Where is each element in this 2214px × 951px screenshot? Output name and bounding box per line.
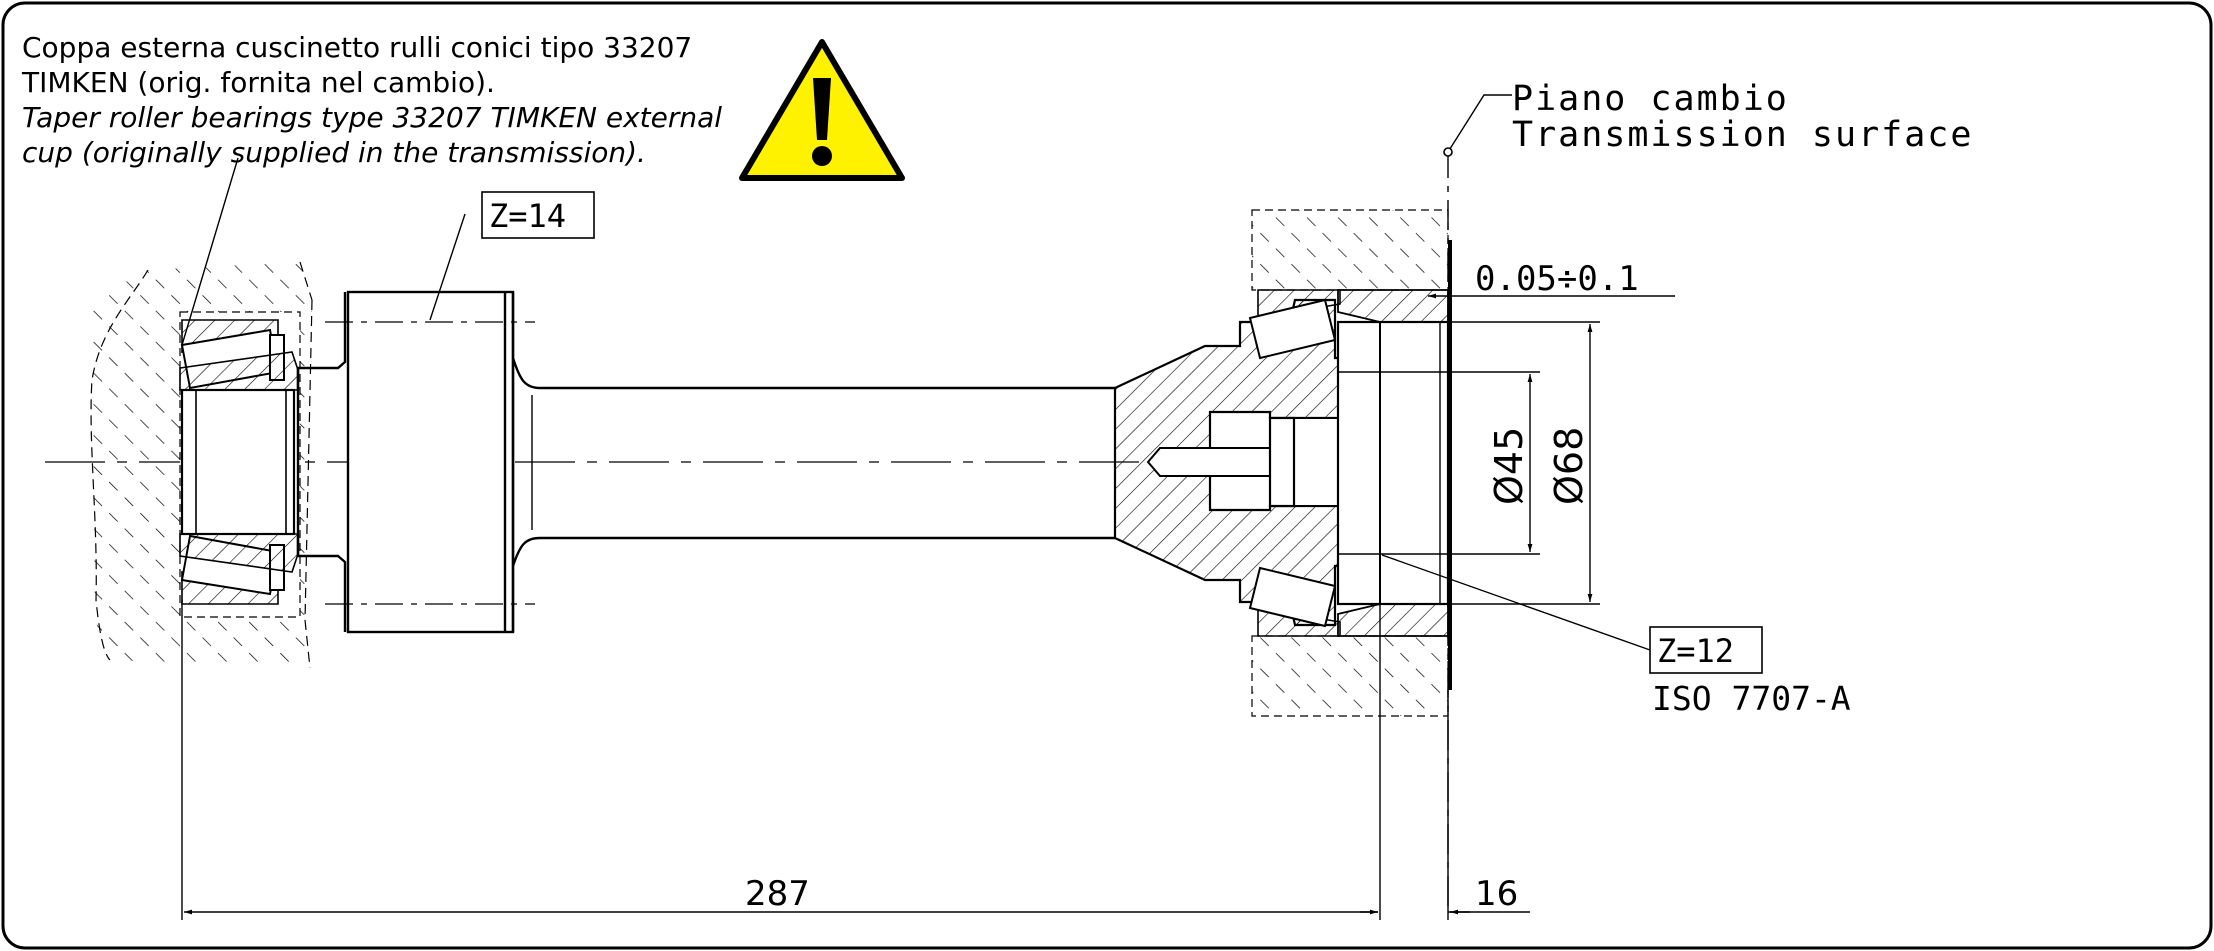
gear-z12-label: Z=12 <box>1657 632 1734 670</box>
note-line-en-1: Taper roller bearings type 33207 TIMKEN … <box>22 101 723 134</box>
warning-triangle-icon <box>739 39 905 181</box>
dimension-287: 287 <box>745 874 810 914</box>
gear-z14-label: Z=14 <box>489 197 566 235</box>
shaft-body <box>296 290 1115 634</box>
note-line-en-2: cup (originally supplied in the transmis… <box>22 136 646 169</box>
left-bearing-cone <box>179 351 299 573</box>
right-spline-ring <box>1336 240 1452 690</box>
gear-z14-label-box <box>481 191 595 239</box>
gear-z12-label-box <box>1649 626 1763 674</box>
dimension-lines <box>181 321 1600 920</box>
right-bearing <box>1248 289 1341 637</box>
bearing-note: Coppa esterna cuscinetto rulli conici ti… <box>22 30 723 170</box>
spline-standard-label: ISO 7707-A <box>1652 679 1851 718</box>
leader-lines <box>181 94 1651 651</box>
plane-label-italian: Piano cambio <box>1512 79 1789 119</box>
plane-leader-dot <box>1443 147 1453 157</box>
plane-label-english: Transmission surface <box>1512 115 1973 155</box>
tolerance-label: 0.05÷0.1 <box>1475 259 1639 299</box>
dimension-16: 16 <box>1475 874 1518 914</box>
note-line-it-2: TIMKEN (orig. fornita nel cambio). <box>22 66 495 99</box>
dimension-diameter-45: Ø45 <box>1487 427 1531 505</box>
note-line-it-1: Coppa esterna cuscinetto rulli conici ti… <box>22 31 693 64</box>
dimension-diameter-68: Ø68 <box>1547 427 1591 505</box>
gear-z14-pitch-lines <box>325 321 535 605</box>
